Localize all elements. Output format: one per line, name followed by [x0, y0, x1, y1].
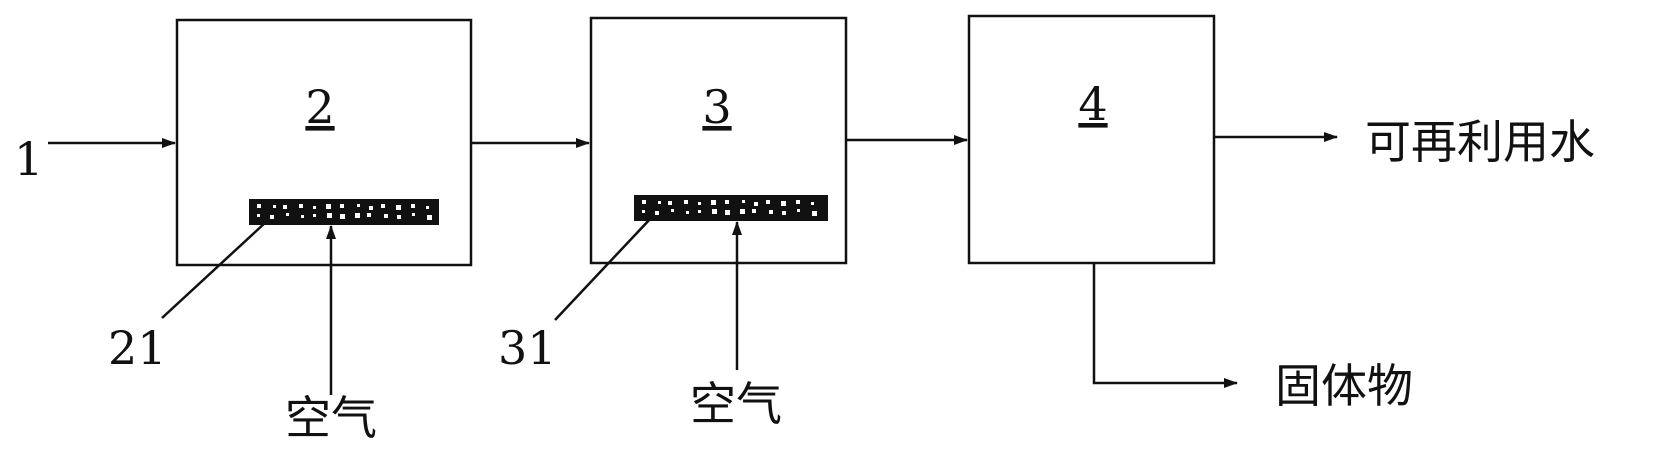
aerator-leader-31 — [554, 217, 652, 321]
aerator-3 — [634, 195, 828, 221]
unit-box-3 — [589, 16, 848, 265]
aerator-label-31: 31 — [498, 321, 557, 375]
aerator-label-21: 21 — [108, 321, 167, 375]
unit-box-4 — [967, 14, 1216, 265]
inlet-label: 1 — [14, 132, 43, 186]
aerator-leader-21 — [161, 221, 267, 319]
solids-label: 固体物 — [1275, 359, 1413, 413]
unit-label-3: 3 — [702, 80, 731, 134]
reusable-water-label: 可再利用水 — [1365, 115, 1595, 169]
unit-box-2 — [175, 18, 473, 267]
air-label-3: 空气 — [690, 377, 782, 431]
unit-label-2: 2 — [305, 80, 334, 134]
solids-output-arrow — [1092, 263, 1238, 388]
unit-label-4: 4 — [1078, 77, 1107, 131]
aerator-2 — [249, 199, 439, 225]
air-label-2: 空气 — [285, 391, 377, 445]
